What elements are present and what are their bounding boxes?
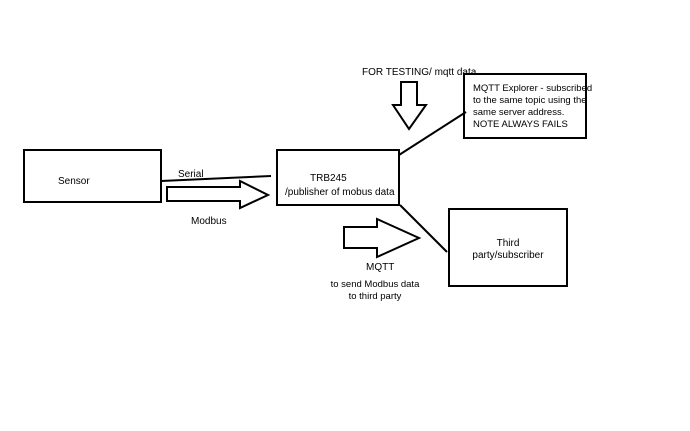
mqtt-description-line: to third party [348,291,402,302]
mqtt-explorer-line: same server address. [473,107,565,118]
mqtt-explorer-line: to the same topic using the [473,95,587,106]
trb245-title: TRB245 [310,173,347,184]
trb-to-explorer-line [398,111,467,156]
third-party-box [448,208,568,287]
mqtt-arrow [343,217,422,259]
modbus-label: Modbus [191,216,227,227]
testing-label: FOR TESTING/ mqtt data [362,67,477,78]
sensor-label: Sensor [58,176,90,187]
serial-label: Serial [178,169,204,180]
third-party-line: Third [496,238,520,249]
modbus-arrow [166,179,271,210]
sensor-box [23,149,162,203]
mqtt-label: MQTT [366,262,395,273]
serial-line [160,175,272,182]
third-party-text: Third party/subscriber [452,238,564,262]
testing-arrow [391,81,428,131]
mqtt-explorer-box [463,73,587,139]
trb245-box [276,149,400,206]
trb-to-third-party-line [399,204,448,253]
mqtt-explorer-line: MQTT Explorer - subscribed [473,83,593,94]
mqtt-description: to send Modbus data to third party [320,279,430,303]
mqtt-description-line: to send Modbus data [330,279,420,290]
trb245-subtitle: /publisher of mobus data [285,187,395,198]
mqtt-explorer-line: NOTE ALWAYS FAILS [473,119,568,130]
third-party-line: party/subscriber [472,250,544,261]
mqtt-explorer-text: MQTT Explorer - subscribed to the same t… [473,83,593,131]
